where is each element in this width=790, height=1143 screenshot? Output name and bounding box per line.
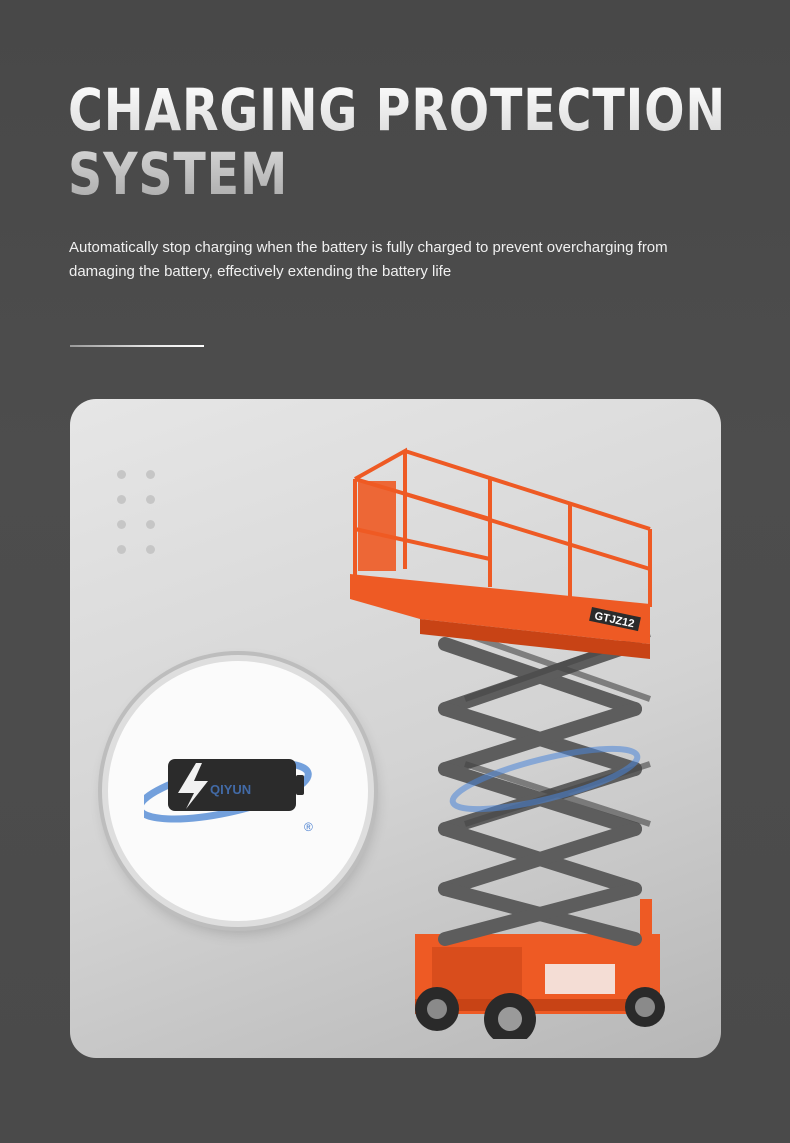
battery-feature-badge: QIYUN ® bbox=[102, 655, 374, 927]
description-text: Automatically stop charging when the bat… bbox=[69, 239, 668, 280]
title-line-2: SYSTEM bbox=[68, 140, 289, 208]
title-line-1: CHARGING PROTECTION bbox=[68, 76, 726, 144]
registered-mark: ® bbox=[304, 820, 313, 834]
logo-watermark-text: QIYUN bbox=[210, 782, 251, 797]
divider-line bbox=[70, 345, 204, 347]
scissor-lift-image: GTJZ12 bbox=[350, 447, 665, 1039]
page-title: CHARGING PROTECTION SYSTEM bbox=[68, 78, 726, 206]
decorative-dots bbox=[117, 470, 167, 560]
product-card: QIYUN ® GTJZ12 bbox=[70, 399, 721, 1058]
battery-bolt-icon: QIYUN ® bbox=[144, 759, 313, 834]
